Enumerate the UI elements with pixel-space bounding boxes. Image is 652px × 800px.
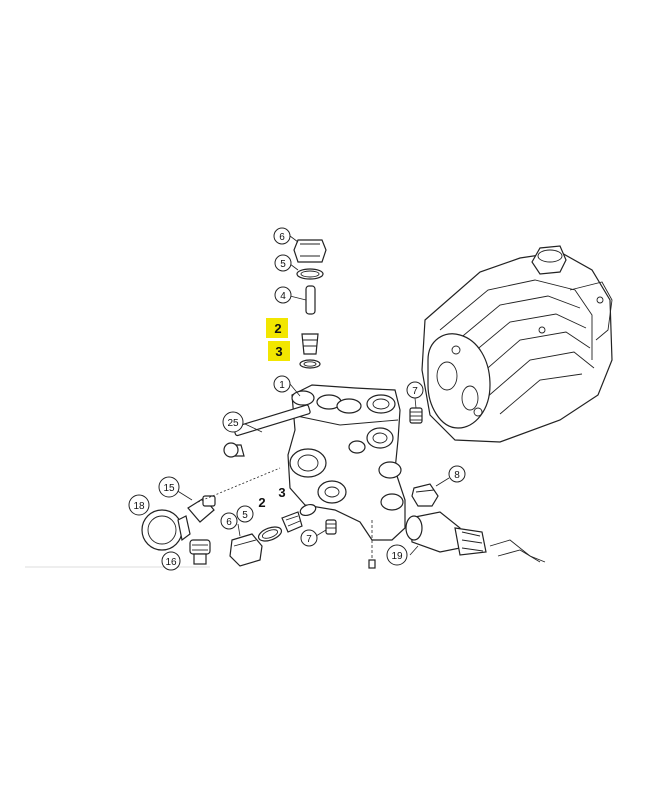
svg-text:7: 7 bbox=[412, 386, 418, 397]
callout-7-right: 7 bbox=[406, 381, 424, 399]
callout-2-top: 2 bbox=[274, 321, 281, 336]
svg-text:5: 5 bbox=[242, 510, 248, 521]
svg-text:3: 3 bbox=[278, 485, 285, 500]
bottom-valve-2 bbox=[281, 511, 303, 533]
bottom-oring-5 bbox=[257, 526, 283, 542]
bottom-stub bbox=[368, 559, 376, 569]
svg-text:6: 6 bbox=[279, 232, 285, 243]
gauge-18 bbox=[141, 509, 191, 551]
top-pin-4 bbox=[305, 285, 316, 315]
fitting-16 bbox=[189, 539, 211, 565]
fitting-15 bbox=[187, 495, 216, 523]
svg-text:15: 15 bbox=[163, 483, 175, 494]
callout-19: 19 bbox=[386, 544, 408, 566]
highlight-3 bbox=[268, 341, 290, 361]
callout-8: 8 bbox=[448, 465, 466, 483]
svg-text:3: 3 bbox=[275, 344, 282, 359]
svg-text:7: 7 bbox=[306, 534, 312, 545]
callout-18: 18 bbox=[128, 494, 150, 516]
callout-5-top: 5 bbox=[274, 254, 292, 272]
svg-text:16: 16 bbox=[165, 557, 177, 568]
svg-text:2: 2 bbox=[258, 495, 265, 510]
top-valve-2 bbox=[301, 333, 319, 355]
leader-lines bbox=[175, 235, 450, 560]
callout-4: 4 bbox=[274, 286, 292, 304]
motor-assembly bbox=[421, 245, 613, 443]
callout-25: 25 bbox=[222, 411, 244, 433]
svg-text:1: 1 bbox=[279, 380, 285, 391]
callout-3-top: 3 bbox=[275, 344, 282, 359]
svg-text:25: 25 bbox=[227, 418, 239, 429]
callout-5-bottom: 5 bbox=[236, 505, 254, 523]
spring-7-right bbox=[409, 407, 423, 424]
callout-3-bottom: 3 bbox=[278, 485, 285, 500]
spring-7-bottom bbox=[325, 519, 337, 535]
top-oring-5 bbox=[296, 268, 324, 280]
callout-6-bottom: 6 bbox=[220, 512, 238, 530]
bottom-plug-6 bbox=[229, 533, 263, 567]
callout-6-top: 6 bbox=[273, 227, 291, 245]
svg-text:6: 6 bbox=[226, 517, 232, 528]
manifold-body-1 bbox=[287, 384, 406, 541]
callout-1: 1 bbox=[273, 375, 291, 393]
callout-7-bottom: 7 bbox=[300, 529, 318, 547]
callout-15: 15 bbox=[158, 476, 180, 498]
svg-text:4: 4 bbox=[280, 291, 286, 302]
callout-2-bottom: 2 bbox=[258, 495, 265, 510]
plug-8 bbox=[411, 483, 439, 507]
top-oring-3 bbox=[299, 359, 321, 369]
bottom-oring-3 bbox=[299, 503, 317, 517]
svg-text:19: 19 bbox=[391, 551, 403, 562]
svg-text:2: 2 bbox=[274, 321, 281, 336]
callout-16: 16 bbox=[161, 551, 181, 571]
highlight-2 bbox=[266, 318, 288, 338]
svg-text:5: 5 bbox=[280, 259, 286, 270]
svg-text:8: 8 bbox=[454, 470, 460, 481]
fitting-19 bbox=[405, 511, 546, 563]
svg-text:18: 18 bbox=[133, 501, 145, 512]
top-plug-6 bbox=[293, 239, 327, 263]
